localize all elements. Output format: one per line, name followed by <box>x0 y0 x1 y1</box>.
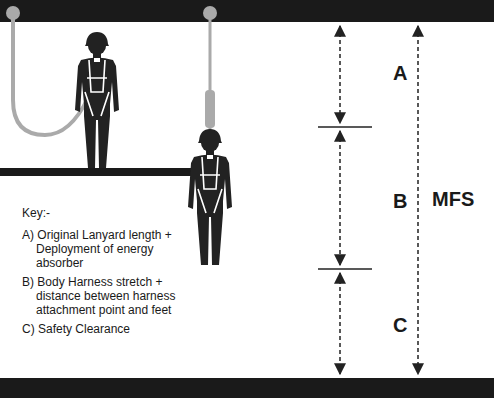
dimension-arrows <box>340 26 418 374</box>
platform <box>0 168 218 176</box>
dimension-letter: C <box>393 314 407 336</box>
dimension-letter: B <box>393 190 407 212</box>
key-box: Key:- A) Original Lanyard length + Deploy… <box>22 206 198 341</box>
dimension-ticks <box>318 127 372 269</box>
key-heading: Key:- <box>22 206 198 220</box>
dimension-label: MFS <box>432 188 474 210</box>
dimension-letter: A <box>393 62 407 84</box>
energy-absorber <box>205 90 215 128</box>
anchor-beam <box>0 0 494 22</box>
key-item: C) Safety Clearance <box>22 322 198 336</box>
worker-fallen <box>188 129 232 265</box>
key-item: A) Original Lanyard length + Deployment … <box>22 228 198 270</box>
lanyard <box>13 16 88 135</box>
ground <box>0 378 494 398</box>
key-item: B) Body Harness stretch + distance betwe… <box>22 275 198 317</box>
worker-standing <box>75 32 119 168</box>
